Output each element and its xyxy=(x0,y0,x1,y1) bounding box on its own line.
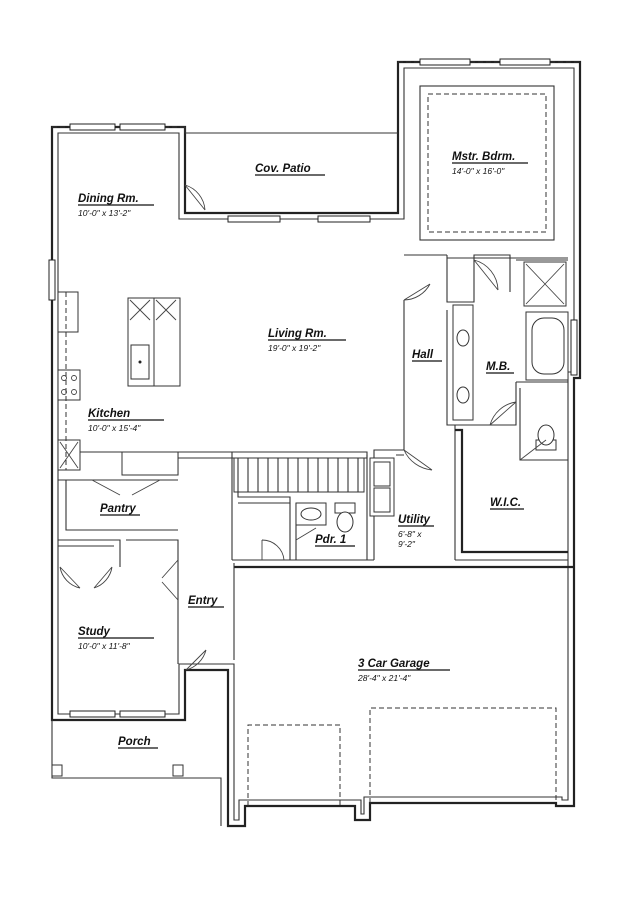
washer xyxy=(373,461,391,487)
room-dimensions: 19'-0" x 19'-2" xyxy=(268,343,321,353)
toilet-icon xyxy=(537,424,555,446)
room-name: Porch xyxy=(118,736,151,748)
room-dimensions: 10'-0" x 15'-4" xyxy=(88,423,141,433)
window xyxy=(317,215,371,223)
room-labels: Cov. Patio Mstr. Bdrm. 14'-0" x 16'-0" Dini… xyxy=(78,151,528,749)
powder-fixtures xyxy=(295,502,356,533)
room-name: 3 Car Garage xyxy=(358,658,430,670)
stairs xyxy=(233,457,365,493)
room-name: M.B. xyxy=(486,361,510,373)
kitchen-fixtures xyxy=(57,291,181,476)
garage-doors xyxy=(247,707,557,806)
room-name: Dining Rm. xyxy=(78,193,139,205)
room-dimensions: 10'-0" x 13'-2" xyxy=(78,208,131,218)
master-bath-fixtures xyxy=(452,261,569,451)
room-name: Pantry xyxy=(100,503,136,515)
room-dimensions: 14'-0" x 16'-0" xyxy=(452,166,505,176)
kitchen-island-bar xyxy=(153,297,181,387)
tray-ceiling xyxy=(419,85,555,241)
room-dimensions: 6'-8" x xyxy=(398,529,422,539)
utility-fixtures xyxy=(369,457,395,517)
room-name: Pdr. 1 xyxy=(315,534,346,546)
sink-icon xyxy=(456,386,470,404)
room-label-porch: Porch xyxy=(118,736,158,749)
room-label-pantry: Pantry xyxy=(100,503,140,516)
window xyxy=(69,123,116,131)
sink-icon xyxy=(456,329,470,347)
room-name: Kitchen xyxy=(88,408,130,420)
room-name: Living Rm. xyxy=(268,328,327,340)
room-name: Entry xyxy=(188,595,218,607)
room-dimensions: 9'-2" xyxy=(398,539,416,549)
window xyxy=(227,215,281,223)
room-name: Mstr. Bdrm. xyxy=(452,151,515,163)
porch-outline xyxy=(51,720,222,826)
window xyxy=(419,58,471,66)
range-icon xyxy=(57,369,81,401)
room-label-kitchen: Kitchen 10'-0" x 15'-4" xyxy=(88,408,164,433)
room-dimensions: 10'-0" x 11'-8" xyxy=(78,641,131,651)
room-label-entry: Entry xyxy=(188,595,224,608)
room-label-utility: Utility 6'-8" x9'-2" xyxy=(398,514,434,549)
room-dimensions: 28'-4" x 21'-4" xyxy=(357,673,411,683)
room-label-cov-patio: Cov. Patio xyxy=(255,163,325,176)
room-label-living: Living Rm. 19'-0" x 19'-2" xyxy=(268,328,346,353)
room-name: Cov. Patio xyxy=(255,163,311,175)
room-label-dining: Dining Rm. 10'-0" x 13'-2" xyxy=(78,193,154,218)
room-label-mstr-bdrm: Mstr. Bdrm. 14'-0" x 16'-0" xyxy=(452,151,528,176)
window xyxy=(570,319,578,376)
room-name: Study xyxy=(78,626,111,638)
toilet-icon xyxy=(336,511,354,533)
doors xyxy=(59,184,547,671)
kitchen-counter xyxy=(121,451,179,476)
refrigerator xyxy=(57,291,79,333)
window xyxy=(119,710,166,718)
room-name: Utility xyxy=(398,514,431,526)
window xyxy=(499,58,551,66)
room-name: W.I.C. xyxy=(490,497,521,509)
room-label-garage: 3 Car Garage 28'-4" x 21'-4" xyxy=(357,658,450,683)
window xyxy=(48,259,56,301)
room-label-mb: M.B. xyxy=(486,361,514,374)
window xyxy=(119,123,166,131)
room-label-hall: Hall xyxy=(412,349,442,362)
room-label-pdr: Pdr. 1 xyxy=(315,534,355,547)
room-label-study: Study 10'-0" x 11'-8" xyxy=(78,626,154,651)
windows xyxy=(48,58,578,718)
dryer xyxy=(373,487,391,513)
room-label-wic: W.I.C. xyxy=(490,497,524,510)
room-name: Hall xyxy=(412,349,434,361)
sink-icon xyxy=(300,507,322,521)
porch-column xyxy=(51,764,63,777)
window xyxy=(69,710,116,718)
porch-column xyxy=(172,764,184,777)
